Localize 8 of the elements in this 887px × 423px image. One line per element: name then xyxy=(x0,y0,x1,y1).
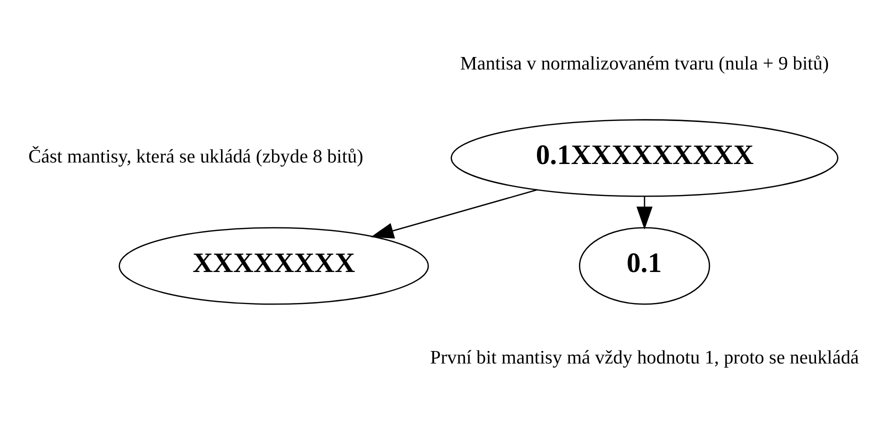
arrow xyxy=(636,196,653,230)
node-ellipse: 0.1 xyxy=(578,226,710,304)
node-ellipse: XXXXXXXX xyxy=(118,226,429,304)
node-ellipse: 0.1XXXXXXXXX xyxy=(450,118,838,196)
node-label: Část mantisy, která se ukládá (zbyde 8 bitů) xyxy=(28,146,364,168)
node-label: První bit mantisy má vždy hodnotu 1, proto se neukládá xyxy=(430,346,859,368)
arrow xyxy=(370,188,538,238)
node-label: Mantisa v normalizovaném tvaru (nula + 9 bitů) xyxy=(460,53,829,74)
